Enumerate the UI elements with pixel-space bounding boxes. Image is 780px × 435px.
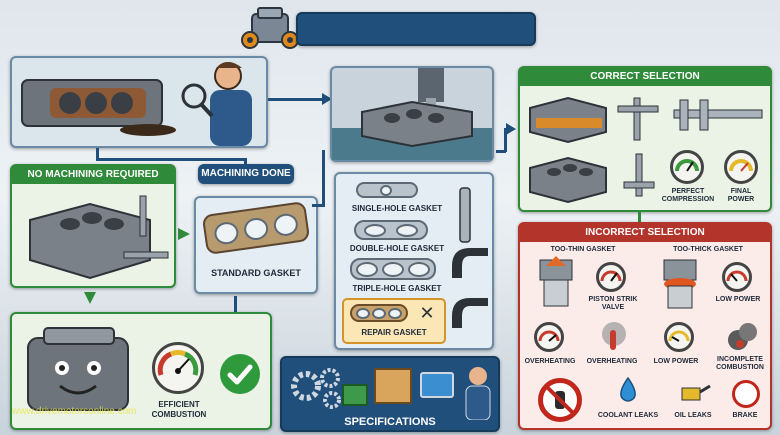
standard-gasket-illustration <box>201 200 311 256</box>
books-icon <box>342 384 368 406</box>
engine-block-caliper-illustration <box>20 190 170 284</box>
low-power-label: LOW POWER <box>653 358 699 365</box>
double-hole-gasket-label: DOUBLE-HOLE GASKET <box>349 244 445 253</box>
arrow-head-icon <box>506 123 516 135</box>
incorrect-selection-label: INCORRECT SELECTION <box>520 224 770 242</box>
piston-thin-illustration <box>526 256 586 314</box>
double-hole-gasket-illustration <box>354 220 428 240</box>
specifications-label: SPECIFICATIONS <box>344 416 436 428</box>
flow-arrow <box>322 150 325 206</box>
inspection-panel <box>10 56 268 148</box>
thermometer-steam-icon <box>596 320 630 354</box>
correct-selection-label: CORRECT SELECTION <box>520 68 770 86</box>
repair-gasket-label: REPAIR GASKET <box>361 328 427 337</box>
oil-can-icon <box>678 380 712 404</box>
checkmark-icon <box>220 354 260 394</box>
power-label: POWER <box>727 196 755 203</box>
flow-arrow <box>244 158 247 168</box>
overheating-gauge-icon <box>534 322 564 352</box>
incomplete-label: INCOMPLETE <box>717 356 763 363</box>
no-machining-panel: NO MACHINING REQUIRED <box>10 164 176 288</box>
coolant-drop-icon <box>616 376 640 404</box>
vernier-caliper-icon <box>670 96 766 136</box>
overheating-label: OVERHEATING <box>586 358 638 365</box>
combustion-label: COMBUSTION <box>151 410 207 419</box>
incomplete-combustion-label: COMBUSTION <box>716 364 764 371</box>
too-thick-label: TOO-THICK GASKET <box>673 246 743 253</box>
overheating-label: OVERHEATING <box>524 358 576 365</box>
smoke-icon <box>726 320 760 354</box>
piston-thick-illustration <box>650 256 710 314</box>
arrow-head-icon <box>322 93 332 105</box>
mechanic-with-magnifier-illustration <box>172 58 266 146</box>
incorrect-selection-panel: INCORRECT SELECTION TOO-THIN GASKET TOO-… <box>518 222 772 430</box>
no-machining-label: NO MACHINING REQUIRED <box>12 166 174 184</box>
single-hole-gasket-label: SINGLE-HOLE GASKET <box>351 204 443 213</box>
thick-gauge-icon <box>722 262 752 292</box>
cylinder-head-illustration <box>526 152 610 204</box>
repair-gasket-illustration <box>350 304 408 322</box>
brake-label: BRAKE <box>732 412 758 419</box>
perfect-label: PERFECT <box>671 188 705 195</box>
gears-icon <box>288 364 348 410</box>
compression-label: COMPRESSION <box>661 196 715 203</box>
flow-arrow <box>312 204 325 207</box>
final-label: FINAL <box>730 188 752 195</box>
brake-icon <box>732 380 760 408</box>
triple-hole-gasket-illustration <box>350 258 436 280</box>
arrow-head-icon <box>638 212 641 222</box>
efficient-combustion-panel: EFFICIENT COMBUSTION <box>10 312 272 430</box>
cylinder-head-gasket-illustration <box>526 92 610 144</box>
technician-illustration <box>460 364 496 421</box>
piston-strik-label: PISTON STRIK <box>588 296 638 303</box>
low-power-gauge-icon <box>664 322 694 352</box>
thin-gauge-icon <box>596 262 626 292</box>
tools-icon: ✕ <box>419 303 435 323</box>
engine-block-illustration <box>18 66 178 138</box>
triple-hole-gasket-label: TRIPLE-HOLE GASKET <box>352 284 442 293</box>
repair-gasket-box: ✕ REPAIR GASKET <box>342 298 446 344</box>
correct-selection-panel: CORRECT SELECTION PERFECT COMPRESSION FI… <box>518 66 772 212</box>
efficient-label: EFFICIENT <box>158 400 200 409</box>
specifications-panel: SPECIFICATIONS <box>280 356 500 432</box>
coolant-leaks-label: COOLANT LEAKS <box>597 412 659 419</box>
milling-machine-illustration <box>332 68 492 160</box>
package-box-icon <box>374 368 412 404</box>
milling-panel <box>330 66 494 162</box>
flow-arrow <box>96 158 246 161</box>
flow-arrow <box>504 128 507 152</box>
flow-arrow <box>268 98 324 101</box>
oil-leaks-label: OIL LEAKS <box>674 412 712 419</box>
power-gauge-icon <box>724 150 758 184</box>
title-banner <box>296 12 536 46</box>
valve-label: VALVE <box>601 304 625 311</box>
too-thin-label: TOO-THIN GASKET <box>550 246 616 253</box>
depth-gauge-icon <box>620 152 660 198</box>
compression-gauge-icon <box>670 150 704 184</box>
flow-arrow <box>96 148 99 160</box>
micrometer-illustration <box>448 182 492 342</box>
gasket-types-panel: SINGLE-HOLE GASKET DOUBLE-HOLE GASKET TR… <box>334 172 494 350</box>
standard-gasket-panel: STANDARD GASKET <box>194 196 318 294</box>
caliper-tool-icon <box>614 96 664 142</box>
arrow-head-icon <box>84 292 96 304</box>
single-hole-gasket-illustration <box>356 182 418 198</box>
computer-screen-icon <box>420 372 454 398</box>
stop-warning-icon <box>538 378 582 422</box>
arrow-head-icon <box>178 228 190 240</box>
flow-arrow <box>496 150 506 153</box>
machining-done-label: MACHINING DONE <box>198 164 294 184</box>
watermark: www.drivemotorsonline.com <box>12 406 137 417</box>
standard-gasket-label: STANDARD GASKET <box>211 268 301 278</box>
low-power-label: LOW POWER <box>715 296 761 303</box>
engine-logo-icon <box>240 4 300 52</box>
efficiency-gauge-icon <box>152 342 204 394</box>
arrow-head-icon <box>234 296 237 318</box>
happy-engine-illustration <box>20 324 142 420</box>
